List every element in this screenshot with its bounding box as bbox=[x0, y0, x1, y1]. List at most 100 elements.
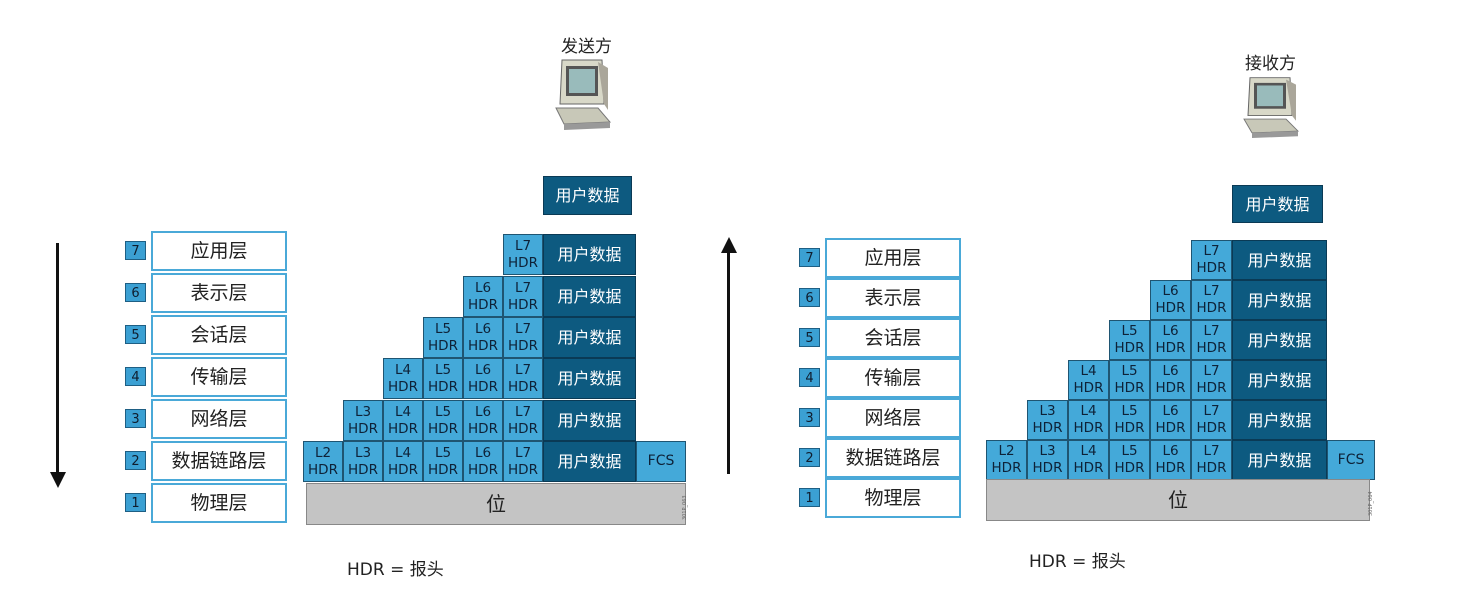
cell-text: HDR bbox=[428, 337, 458, 354]
cell-text: L5 bbox=[434, 403, 452, 420]
cell-text: HDR bbox=[1196, 420, 1227, 436]
layer-name: 数据链路层 bbox=[825, 438, 961, 478]
cell-text: 用户数据 bbox=[1247, 330, 1312, 350]
cell-text: HDR bbox=[1073, 420, 1104, 436]
cell-text: L5 bbox=[1121, 403, 1138, 419]
cell-text: 用户数据 bbox=[557, 245, 622, 264]
arrow-down-icon bbox=[56, 243, 59, 475]
cell-text: HDR bbox=[428, 420, 458, 437]
cell-text: HDR bbox=[1073, 380, 1104, 396]
layer-number: 7 bbox=[799, 248, 820, 267]
cell-text: L7 bbox=[514, 403, 532, 420]
user-data-cell: 用户数据 bbox=[1232, 240, 1327, 280]
cell-text: HDR bbox=[1114, 340, 1145, 356]
cell-text: L7 bbox=[514, 361, 532, 378]
cell-text: L6 bbox=[474, 279, 492, 296]
cell-text: 用户数据 bbox=[555, 186, 620, 205]
cell-text: HDR bbox=[468, 420, 498, 437]
layer-name: 传输层 bbox=[825, 358, 961, 398]
receiver-title: 接收方 bbox=[1245, 54, 1296, 74]
cell-text: L7 bbox=[1203, 363, 1220, 379]
figure-id: 301P_063 bbox=[682, 495, 688, 520]
cell-text: L5 bbox=[1121, 323, 1138, 339]
layer-name: 传输层 bbox=[151, 357, 287, 397]
cell-text: L7 bbox=[1203, 323, 1220, 339]
user-data-cell: 用户数据 bbox=[543, 358, 636, 399]
cell-text: L3 bbox=[1039, 403, 1056, 419]
cell-text: HDR bbox=[428, 378, 458, 395]
user-data-cell: 用户数据 bbox=[1232, 400, 1327, 440]
cell-text: 用户数据 bbox=[1247, 370, 1312, 390]
user-data-cell: 用户数据 bbox=[1232, 440, 1327, 480]
cell-text: L6 bbox=[474, 444, 492, 461]
arrow-up-icon bbox=[727, 252, 730, 474]
bits-label: 位 bbox=[1168, 488, 1188, 512]
layer-name: 网络层 bbox=[151, 399, 287, 439]
cell-text: HDR bbox=[1155, 420, 1186, 436]
cell-text: HDR bbox=[468, 461, 498, 478]
cell-text: HDR bbox=[1032, 420, 1063, 436]
cell-text: HDR bbox=[1155, 380, 1186, 396]
layer-name: 物理层 bbox=[825, 478, 961, 518]
arrow-down-head bbox=[50, 472, 66, 488]
cell-text: HDR bbox=[1155, 460, 1186, 476]
cell-text: HDR bbox=[468, 296, 498, 313]
cell-text: HDR bbox=[1114, 460, 1145, 476]
layer-number: 6 bbox=[125, 283, 146, 302]
layer-number: 4 bbox=[799, 368, 820, 387]
cell-text: L6 bbox=[474, 320, 492, 337]
layer-number: 3 bbox=[125, 409, 146, 428]
cell-text: L2 bbox=[314, 444, 332, 461]
layer-name: 会话层 bbox=[825, 318, 961, 358]
cell-text: 用户数据 bbox=[557, 287, 622, 306]
cell-text: 用户数据 bbox=[1247, 410, 1312, 430]
user-data-cell: 用户数据 bbox=[1232, 360, 1327, 400]
cell-text: HDR bbox=[1196, 380, 1227, 396]
arrow-up-head bbox=[721, 237, 737, 253]
cell-text: 用户数据 bbox=[1245, 194, 1310, 214]
cell-text: 用户数据 bbox=[557, 369, 622, 388]
user-data-cell: 用户数据 bbox=[543, 234, 636, 275]
cell-text: HDR bbox=[1196, 460, 1227, 476]
layer-number: 5 bbox=[125, 325, 146, 344]
cell-text: L4 bbox=[394, 403, 412, 420]
layer-number: 2 bbox=[799, 448, 820, 467]
layer-number: 7 bbox=[125, 241, 146, 260]
layer-name: 物理层 bbox=[151, 483, 287, 523]
fcs-cell: FCS bbox=[1327, 440, 1375, 480]
figure-id: 301P_064 bbox=[1368, 491, 1374, 516]
layer-name: 数据链路层 bbox=[151, 441, 287, 481]
cell-text: HDR bbox=[1114, 420, 1145, 436]
cell-text: HDR bbox=[1155, 340, 1186, 356]
user-data-block: 用户数据 bbox=[543, 176, 632, 215]
cell-text: L3 bbox=[354, 403, 372, 420]
user-data-cell: 用户数据 bbox=[1232, 320, 1327, 360]
layer-number: 6 bbox=[799, 288, 820, 307]
cell-text: L6 bbox=[474, 403, 492, 420]
